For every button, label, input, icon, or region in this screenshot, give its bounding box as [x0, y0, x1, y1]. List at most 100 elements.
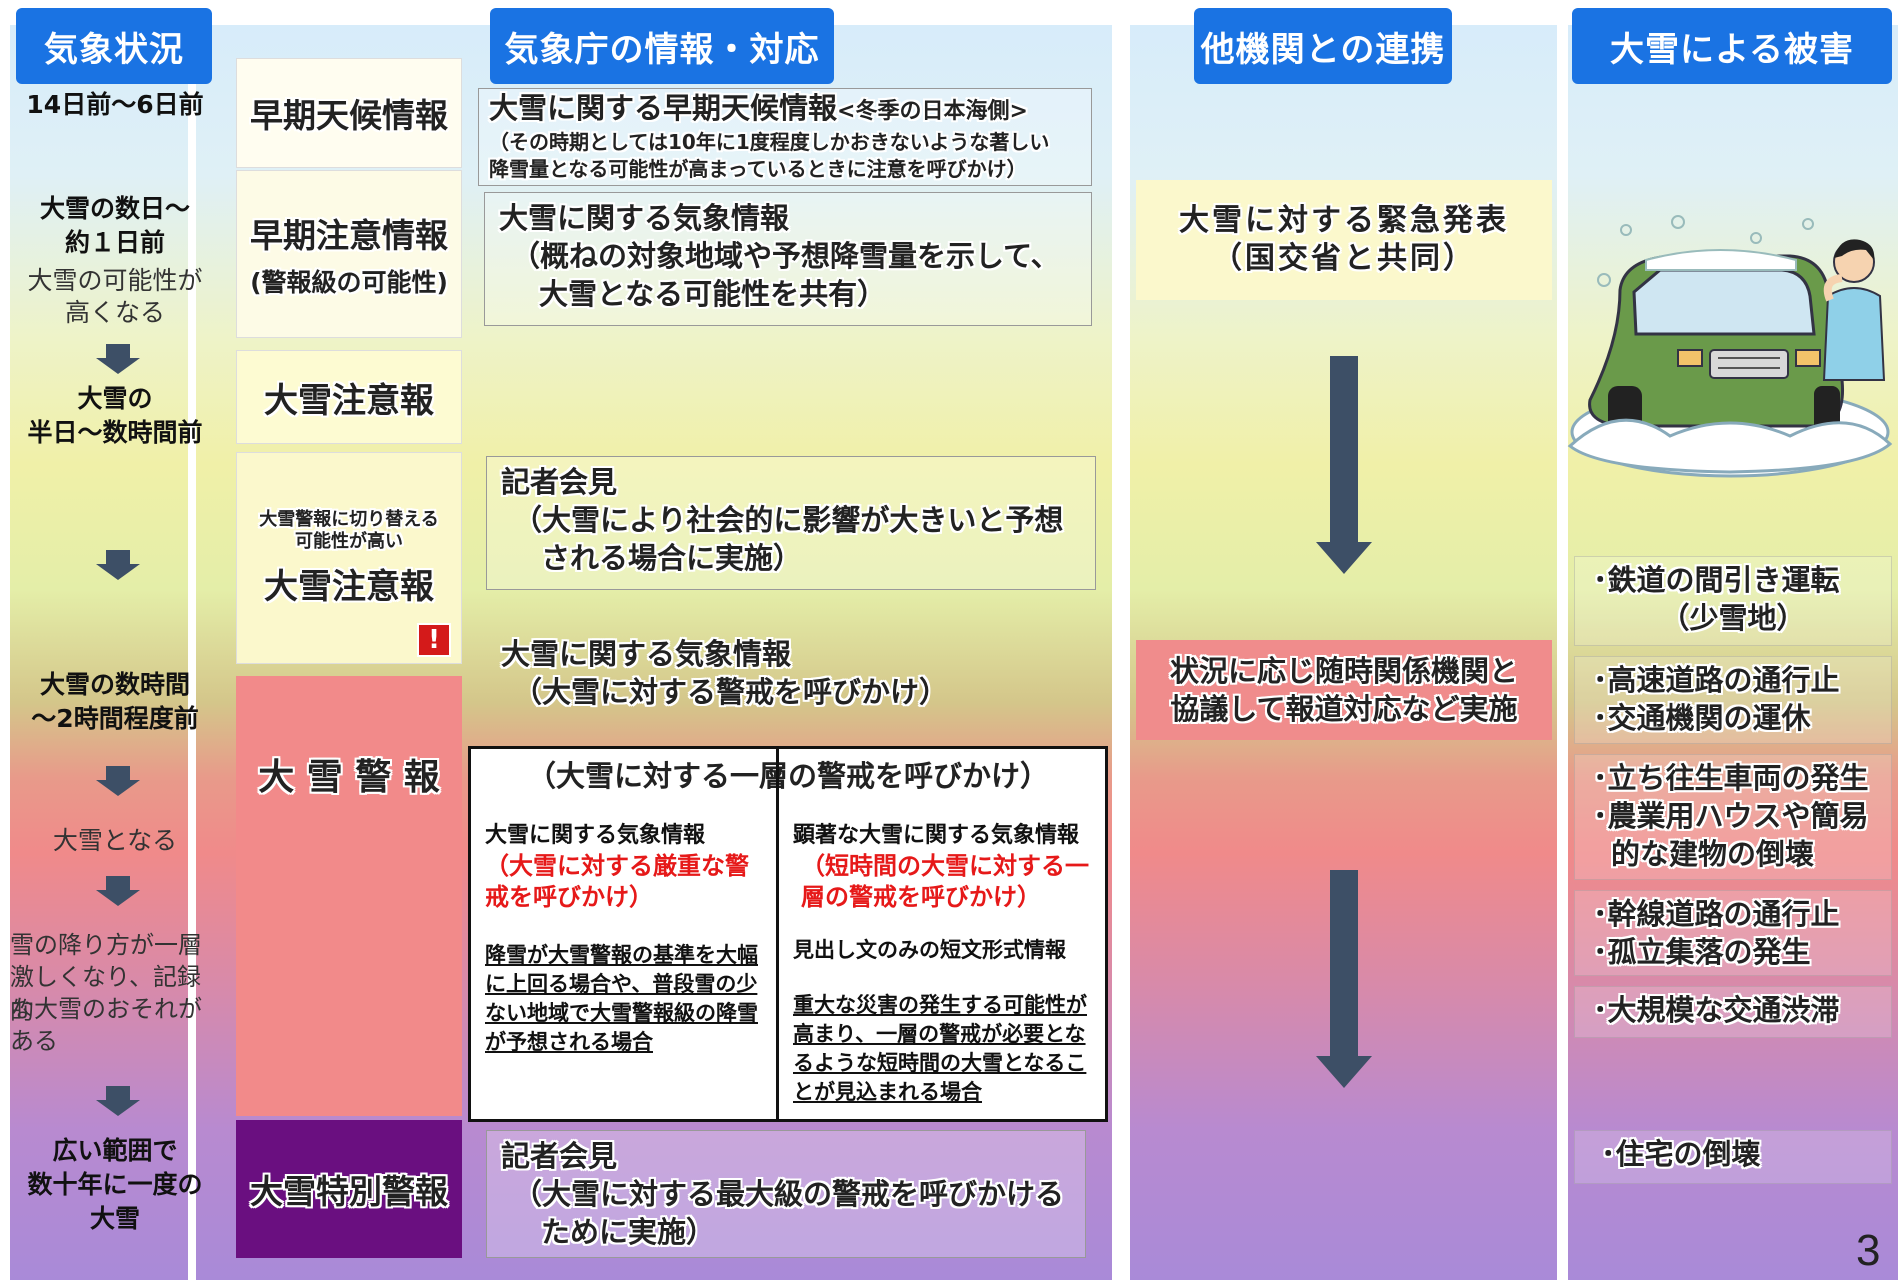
agency-emergency-line1: 大雪に対する緊急発表 [1179, 203, 1509, 238]
header-jma: 気象庁の情報・対応 [490, 8, 834, 84]
down-arrow-icon [96, 344, 140, 374]
info-press-conference-2: 記者会見 （大雪に対する最大級の警戒を呼びかける ために実施） [486, 1130, 1086, 1258]
info-caution-line3: 大雪となる可能性を共有） [539, 277, 887, 311]
left-panel: 14日前～6日前 大雪の数日～ 約１日前 大雪の可能性が 高くなる 大雪の 半日… [10, 0, 220, 1280]
damage-house-line: ･住宅の倒壊 [1601, 1137, 1761, 1171]
timeline-decades-a: 広い範囲で [52, 1136, 178, 1165]
info-warning-weather: 大雪に関する気象情報 （大雪に対する警戒を呼びかけ） [486, 628, 1096, 730]
weather-column-bg [10, 25, 188, 1280]
info-early-weather-line2: 降雪量となる可能性が高まっているときに注意を呼びかけ） [489, 157, 1027, 181]
timeline-decades-b: 数十年に一度の [27, 1170, 203, 1199]
timeline-intense-a: 雪の降り方が一層 [10, 931, 202, 959]
info-press1-line2: （大雪により社会的に影響が大きいと予想 [513, 503, 1064, 537]
header-weather: 気象状況 [16, 8, 212, 84]
stage-advisory-label: 大雪注意報 [264, 380, 434, 421]
info-extra-caution-divider [776, 749, 779, 1119]
info-extra-caution-banner: （大雪に対する一層の警戒を呼びかけ） [526, 759, 1049, 793]
down-arrow-icon [96, 550, 140, 580]
damage-stranded-line1: ･立ち往生車両の発生 [1593, 761, 1869, 795]
timeline-intense-c: な大雪のおそれが [10, 995, 202, 1023]
info-early-weather-line1: （その時期としては10年に1度程度しかおきないような著しい [489, 130, 1050, 154]
damage-traffic-jam: ･大規模な交通渋滞 [1574, 986, 1892, 1038]
exclamation-icon: ! [417, 623, 451, 657]
agency-press-coordination: 状況に応じ随時関係機関と 協議して報道対応など実施 [1136, 640, 1552, 740]
damage-traffic-jam-line: ･大規模な交通渋滞 [1593, 993, 1840, 1027]
info-extra-left-title: 大雪に関する気象情報 [485, 823, 706, 848]
timeline-hours-b: ～2時間程度前 [31, 704, 199, 733]
info-extra-right-red: （短時間の大雪に対する一層の警戒を呼びかけ） [801, 852, 1089, 911]
header-agencies: 他機関との連携 [1194, 8, 1452, 84]
down-arrow-icon [1316, 870, 1372, 1088]
info-press2-line2: （大雪に対する最大級の警戒を呼びかける [513, 1177, 1065, 1211]
timeline-14-6-days: 14日前～6日前 [26, 90, 204, 119]
timeline-intense-b: 激しくなり、記録的 [10, 963, 202, 1025]
timeline-days-before-b: 約１日前 [64, 228, 165, 257]
timeline-decades-c: 大雪 [89, 1204, 140, 1233]
stage-heavy-snow-advisory: 大雪注意報 [236, 350, 462, 444]
damage-expressway-line2: ･交通機関の運休 [1593, 701, 1811, 735]
down-arrow-icon [96, 1086, 140, 1116]
info-press1-title: 記者会見 [501, 465, 618, 499]
info-warning-line2: （大雪に対する警戒を呼びかけ） [513, 675, 949, 709]
stage-early-weather-info: 早期天候情報 [236, 58, 462, 168]
stage-early-caution-label: 早期注意情報 [250, 216, 448, 255]
down-arrow-icon [1316, 356, 1372, 574]
info-early-weather-title-row: 大雪に関する早期天候情報<冬季の日本海側> [489, 91, 1081, 129]
stage-heavy-snow-warning: 大 雪 警 報 [236, 676, 462, 1116]
damage-stranded-line3: 的な建物の倒壊 [1611, 837, 1815, 871]
stage-switching-note-b: 可能性が高い [295, 530, 403, 552]
timeline-half-day-b: 半日～数時間前 [27, 418, 203, 447]
snow-stuck-car-icon [1560, 200, 1898, 490]
stage-early-caution-sub: (警報級の可能性) [250, 268, 448, 297]
down-arrow-icon [96, 876, 140, 906]
damage-expressway: ･高速道路の通行止 ･交通機関の運休 [1574, 656, 1892, 744]
agency-coordination-line2: 協議して報道対応など実施 [1170, 692, 1518, 726]
damage-house-collapse: ･住宅の倒壊 [1574, 1130, 1892, 1184]
stage-special-warning: 大雪特別警報 [236, 1120, 462, 1258]
agency-emergency-line2: （国交省と共同） [1212, 241, 1476, 276]
stage-early-weather-info-label: 早期天候情報 [250, 96, 448, 135]
info-extra-right-condition: 重大な災害の発生する可能性が高まり、一層の警戒が必要となるような短時間の大雪とな… [793, 993, 1087, 1104]
info-caution-line2: （概ねの対象地域や予想降雪量を示して、 [511, 239, 1060, 273]
timeline-half-day-a: 大雪の [77, 384, 153, 413]
damage-arterial-roads: ･幹線道路の通行止 ･孤立集落の発生 [1574, 890, 1892, 976]
info-extra-left-condition: 降雪が大雪警報の基準を大幅に上回る場合や、普段雪の少ない地域で大雪警報級の降雪が… [485, 943, 758, 1054]
damage-railway-line1: ･鉄道の間引き運転 [1593, 563, 1840, 597]
info-extra-right-note: 見出し文のみの短文形式情報 [793, 938, 1066, 962]
agency-emergency-announcement: 大雪に対する緊急発表 （国交省と共同） [1136, 180, 1552, 300]
timeline-possibility-a: 大雪の可能性が [27, 266, 203, 295]
info-extra-right-col: 顕著な大雪に関する気象情報 （短時間の大雪に対する一層の警戒を呼びかけ） 見出し… [793, 821, 1093, 1107]
damage-stranded-vehicles: ･立ち往生車両の発生 ･農業用ハウスや簡易 的な建物の倒壊 [1574, 754, 1892, 880]
info-caution-title: 大雪に関する気象情報 [499, 201, 790, 235]
info-early-weather-region: <冬季の日本海側> [837, 99, 1028, 124]
info-press2-line3: ために実施） [541, 1215, 716, 1249]
info-press-conference-1: 記者会見 （大雪により社会的に影響が大きいと予想 される場合に実施） [486, 456, 1096, 590]
timeline-intense-d: ある [10, 1027, 58, 1055]
info-extra-right-title: 顕著な大雪に関する気象情報 [793, 823, 1080, 848]
damage-arterial-line1: ･幹線道路の通行止 [1593, 897, 1840, 931]
info-caution-weather: 大雪に関する気象情報 （概ねの対象地域や予想降雪量を示して、 大雪となる可能性を… [484, 192, 1092, 326]
header-damage: 大雪による被害 [1572, 8, 1892, 84]
damage-railway-line2: （少雪地） [1660, 601, 1806, 635]
info-extra-caution-panel: （大雪に対する一層の警戒を呼びかけ） 大雪に関する気象情報 （大雪に対する厳重な… [468, 746, 1108, 1122]
down-arrow-icon [96, 766, 140, 796]
info-early-weather-title: 大雪に関する早期天候情報 [489, 91, 838, 125]
info-extra-left-col: 大雪に関する気象情報 （大雪に対する厳重な警戒を呼びかけ） 降雪が大雪警報の基準… [485, 821, 767, 1057]
timeline-days-before-a: 大雪の数日～ [39, 194, 190, 223]
timeline-heavy-snow: 大雪となる [52, 826, 178, 855]
page-number: 3 [1856, 1226, 1881, 1275]
info-early-weather: 大雪に関する早期天候情報<冬季の日本海側> （その時期としては10年に1度程度し… [478, 88, 1092, 186]
stage-advisory-switching: 大雪警報に切り替える 可能性が高い 大雪注意報 ! [236, 452, 462, 664]
stage-switching-label: 大雪注意報 [264, 566, 434, 607]
stage-switching-note-a: 大雪警報に切り替える [259, 508, 439, 530]
timeline-possibility-b: 高くなる [64, 298, 165, 327]
info-warning-title: 大雪に関する気象情報 [501, 637, 792, 671]
exclamation-mark: ! [428, 625, 440, 655]
agency-coordination-line1: 状況に応じ随時関係機関と [1169, 654, 1518, 688]
timeline-hours-a: 大雪の数時間 [39, 670, 190, 699]
damage-stranded-line2: ･農業用ハウスや簡易 [1593, 799, 1869, 833]
info-press2-title: 記者会見 [501, 1139, 618, 1173]
stage-special-label: 大雪特別警報 [250, 1172, 448, 1211]
stage-early-caution-info: 早期注意情報 (警報級の可能性) [236, 170, 462, 338]
damage-expressway-line1: ･高速道路の通行止 [1593, 663, 1840, 697]
